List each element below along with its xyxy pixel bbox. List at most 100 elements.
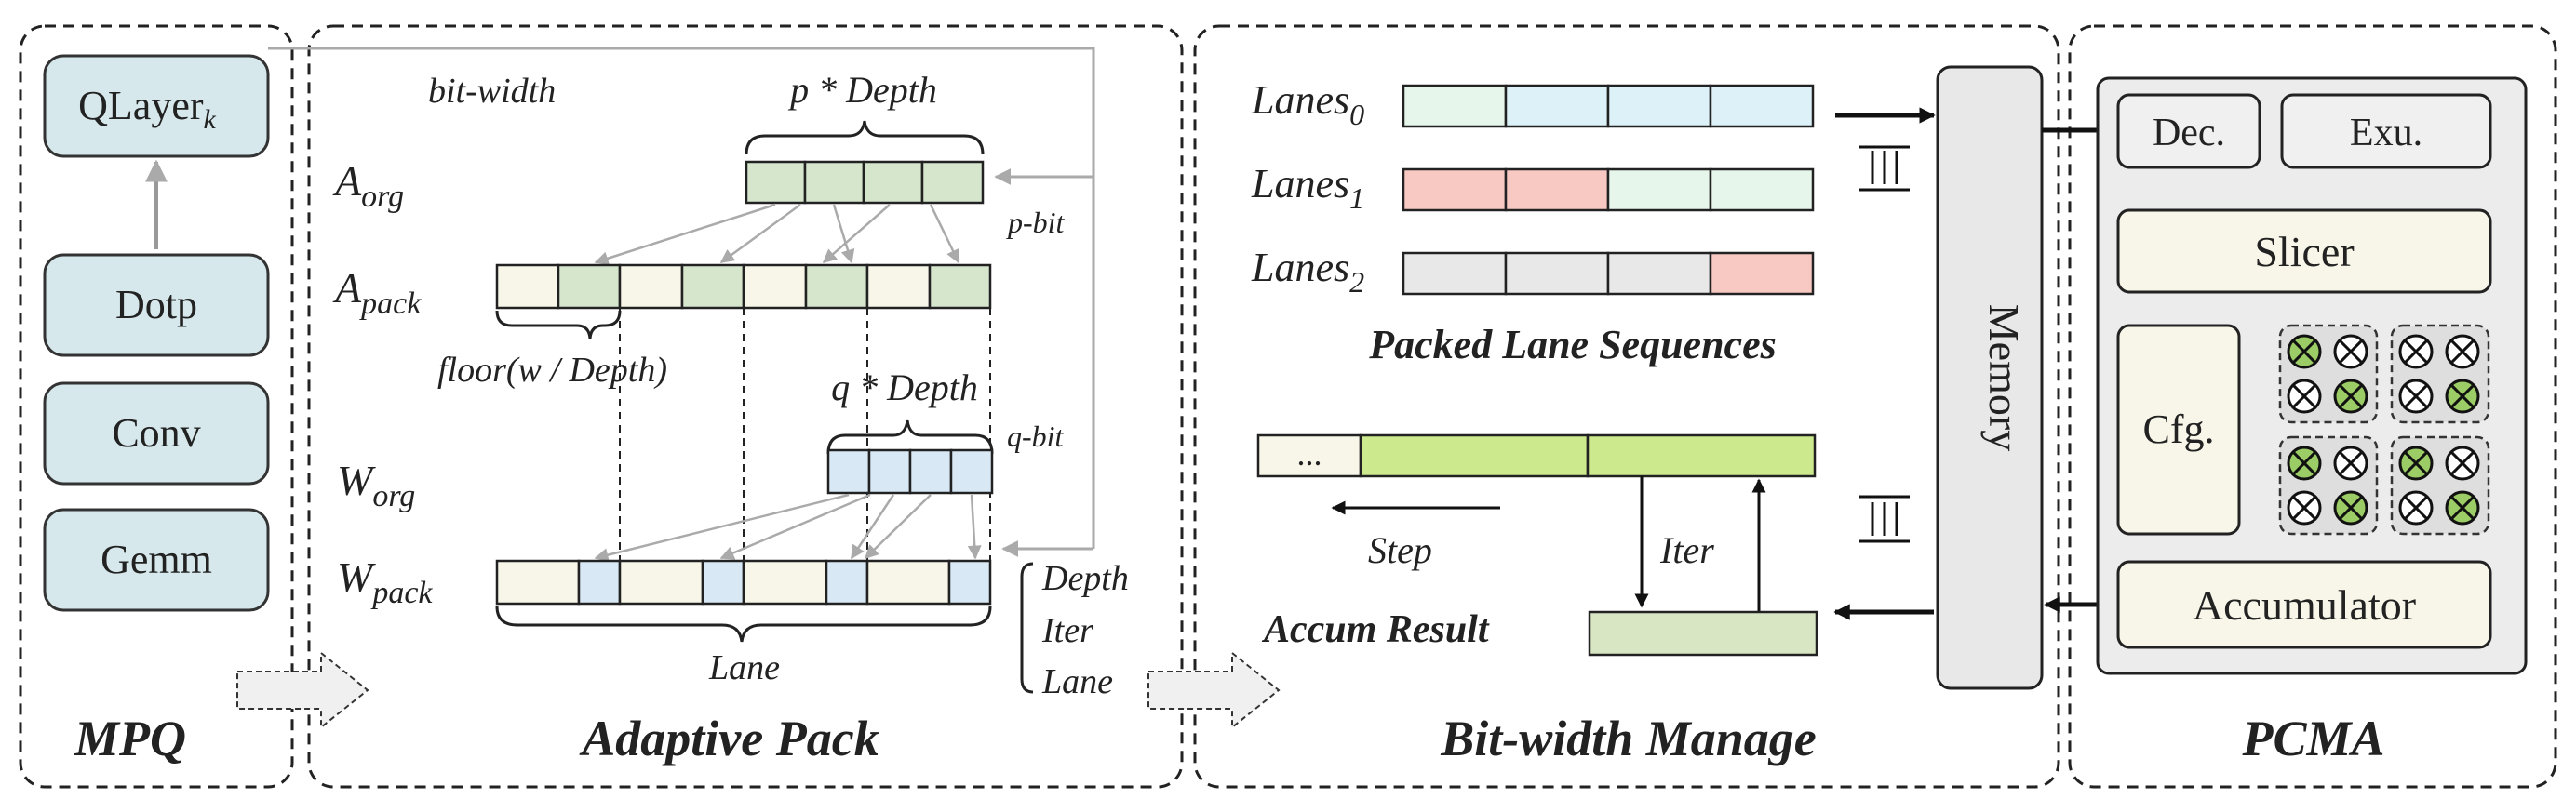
lane-cell [1606,84,1712,128]
adaptive-pack-panel-title: Adaptive Pack [579,711,879,766]
lane-row-1 [1402,167,1815,212]
mac-unit [2287,379,2322,414]
mac-unit [2333,379,2368,414]
pcma-panel [2068,24,2557,789]
w-pack-arrows [594,493,982,563]
lane-cell [1504,167,1610,212]
accum-cell [1359,433,1590,478]
w-pack-cell [825,559,869,606]
w-pack-cell [742,559,828,606]
w-pack-cell [947,559,992,606]
lane-cell [1709,84,1815,128]
a-pack-array [495,263,992,310]
floor-brace [495,310,622,339]
w-pack-cell [865,559,951,606]
mac-unit [2333,490,2368,526]
a-org-cell [745,160,807,205]
bus-symbol-top [1859,145,1910,192]
cfg-label: Cfg. [2143,406,2215,452]
transition-arrow-pack-to-manage [1147,650,1281,730]
op-box-gemm [43,508,270,612]
lane-cell [1709,251,1815,296]
accumulator-label: Accumulator [2193,581,2416,629]
a-org-cell [803,160,865,205]
step-label: Step [1368,529,1432,571]
w-pack-cell [495,559,581,606]
mac-unit [2287,490,2322,526]
mac-unit [2333,446,2368,481]
w-pack-cell [618,559,704,606]
qlayer-box [43,54,270,158]
mac-unit [2445,490,2480,526]
alignment-lines [619,308,991,561]
a-pack-cell [680,263,745,310]
bit-width-manage-panel [1193,24,2060,789]
bit-width-label: bit-width [428,72,556,111]
lane-label: Lane [708,648,780,687]
mac-unit [2398,490,2434,526]
lane-cell [1606,167,1712,212]
bus-symbol-bottom [1859,495,1910,543]
p-bit-label: p-bit [1006,206,1066,239]
op-box-dotp [43,253,270,357]
accum-result-box [1588,610,1818,657]
a-pack-cell [928,263,992,310]
legend-iter: Iter [1041,611,1093,650]
lanes0-label: Lanes0 [1251,77,1364,131]
q-depth-brace [826,419,994,455]
lane-cell [1402,167,1508,212]
a-pack-label: Apack [332,264,422,321]
transition-arrow-mpq-to-pack [236,650,369,730]
a-org-cell [920,160,985,205]
w-org-cell [867,448,912,495]
accumulator-box [2116,560,2492,649]
qlayer-label: QLayerk [78,83,216,135]
lane-cell [1504,84,1610,128]
op-label-conv: Conv [112,410,200,456]
a-pack-cell [557,263,622,310]
mpq-panel [19,24,294,789]
slicer-box [2116,208,2492,294]
p-depth-brace [745,120,985,155]
a-org-array [745,160,985,205]
mpq-stack: QLayerk Dotp Conv Gemm [43,54,270,612]
accum-ellipsis: ... [1297,435,1322,473]
a-pack-cell [618,263,684,310]
a-pack-cell [742,263,808,310]
op-label-dotp: Dotp [115,282,197,327]
adaptive-pack-panel [307,24,1184,789]
accum-result-title: Accum Result [1261,608,1490,651]
qlayer-config-path [268,47,1095,549]
dec-box [2116,93,2261,169]
mac-unit [2398,446,2434,481]
w-org-cell [826,448,871,495]
cfg-box [2116,324,2241,536]
floor-label: floor(w / Depth) [437,351,667,390]
packed-lane-sequences-title: Packed Lane Sequences [1368,322,1776,367]
pcma-panel-title: PCMA [2241,711,2384,766]
mac-unit [2333,334,2368,369]
lane-cell [1402,84,1508,128]
memory-label: Memory [1980,304,2028,451]
legend-bracket [1020,562,1034,694]
w-pack-array [495,559,992,606]
mac-unit [2398,334,2434,369]
lanes2-label: Lanes2 [1251,245,1364,299]
q-depth-label: q * Depth [831,366,978,408]
mac-unit [2287,334,2322,369]
lane-row-2 [1402,251,1815,296]
p-depth-label: p * Depth [787,69,937,111]
exu-box [2280,93,2492,169]
w-org-label: Worg [337,457,415,513]
mac-unit [2398,379,2434,414]
lane-row-0 [1402,84,1815,128]
w-org-cell [949,448,994,495]
lanes1-label: Lanes1 [1251,161,1364,215]
a-pack-cell [804,263,869,310]
accum-cell [1586,433,1817,478]
q-bit-label: q-bit [1007,419,1065,453]
mac-unit [2445,334,2480,369]
accum-ellipsis-cell [1256,433,1362,478]
a-pack-cell [495,263,560,310]
w-pack-cell [577,559,622,606]
